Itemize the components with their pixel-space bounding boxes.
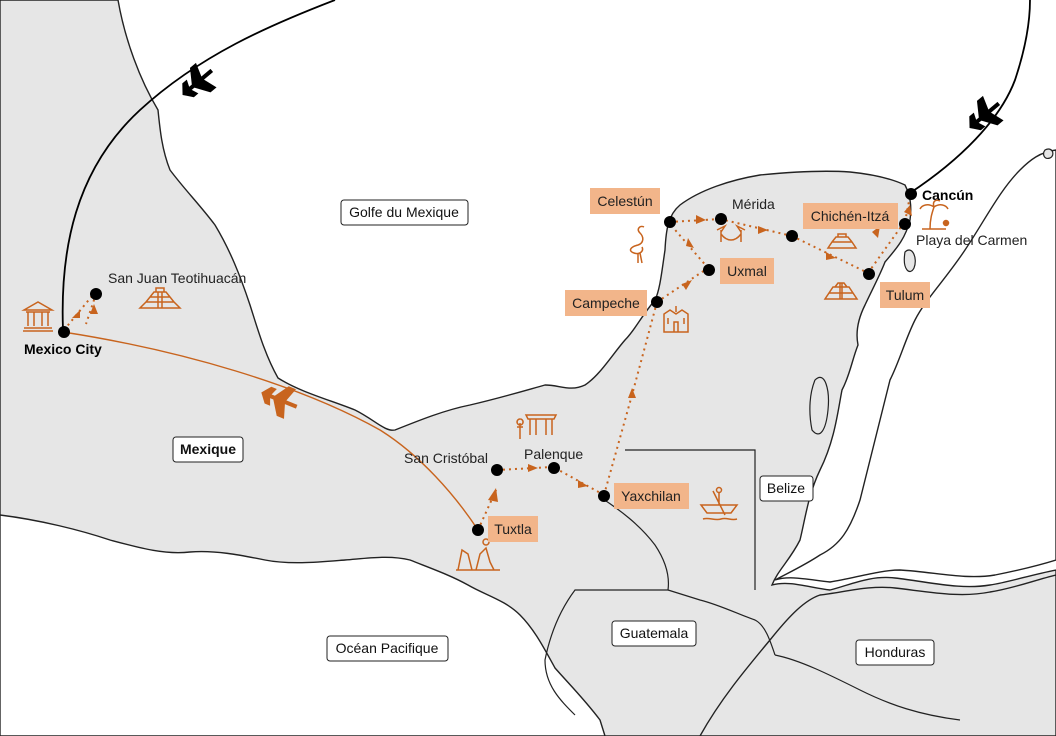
canoe-icon bbox=[699, 486, 739, 521]
stop-label-celestun: Celestún bbox=[590, 188, 660, 214]
place-label-cancun: Cancún bbox=[922, 187, 973, 203]
svg-text:Chichén-Itzá: Chichén-Itzá bbox=[811, 208, 890, 224]
region-label-belize: Belize bbox=[759, 475, 814, 502]
dot-campeche bbox=[651, 296, 663, 308]
region-label-gulf: Golfe du Mexique bbox=[340, 199, 469, 226]
dot-teotihuacan bbox=[90, 288, 102, 300]
dot-tuxtla bbox=[472, 524, 484, 536]
region-label-guatemala: Guatemala bbox=[611, 620, 697, 647]
stop-label-chichen-itza: Chichén-Itzá bbox=[803, 203, 898, 229]
border-honduras bbox=[774, 654, 961, 721]
dot-palenque bbox=[548, 462, 560, 474]
svg-text:Tuxtla: Tuxtla bbox=[494, 521, 532, 537]
canyon-icon bbox=[456, 538, 500, 571]
place-label-playa-del-carmen: Playa del Carmen bbox=[916, 232, 1027, 248]
dot-cancun bbox=[905, 188, 917, 200]
dot-celestun bbox=[664, 216, 676, 228]
flight-path-cancun bbox=[909, 0, 1031, 194]
svg-text:Uxmal: Uxmal bbox=[727, 263, 767, 279]
island bbox=[903, 249, 916, 273]
stop-label-uxmal: Uxmal bbox=[720, 258, 774, 284]
beach-icon bbox=[919, 199, 950, 230]
place-label-mexico-city: Mexico City bbox=[24, 341, 102, 357]
dot-mexico-city bbox=[58, 326, 70, 338]
museum-icon bbox=[21, 301, 55, 332]
svg-text:Celestún: Celestún bbox=[597, 193, 652, 209]
pyramid-icon bbox=[826, 233, 858, 249]
svg-text:Golfe du Mexique: Golfe du Mexique bbox=[349, 204, 459, 220]
stop-label-campeche: Campeche bbox=[565, 290, 647, 316]
island bbox=[1043, 148, 1054, 159]
svg-text:Guatemala: Guatemala bbox=[620, 625, 689, 641]
dot-merida bbox=[715, 213, 727, 225]
plane-icon bbox=[969, 95, 1004, 131]
pyramid-icon bbox=[823, 282, 859, 300]
border-guatemala-west bbox=[544, 496, 670, 716]
region-label-pacific: Océan Pacifique bbox=[326, 635, 449, 662]
border-guatemala-north bbox=[625, 449, 756, 590]
dot-mid bbox=[786, 230, 798, 242]
flamingo-icon bbox=[629, 225, 645, 264]
dot-tulum bbox=[863, 268, 875, 280]
plane-icon bbox=[182, 62, 217, 98]
island bbox=[809, 376, 830, 435]
caribbean-sea bbox=[774, 149, 1056, 583]
region-label-honduras: Honduras bbox=[855, 639, 935, 666]
dot-yaxchilan bbox=[598, 490, 610, 502]
dot-uxmal bbox=[703, 264, 715, 276]
plane-icon bbox=[261, 386, 298, 419]
place-label-merida: Mérida bbox=[732, 196, 775, 212]
stop-label-yaxchilan: Yaxchilan bbox=[614, 483, 689, 509]
dot-playa bbox=[899, 218, 911, 230]
svg-text:Belize: Belize bbox=[767, 480, 805, 496]
dot-san-cristobal bbox=[491, 464, 503, 476]
mayan-ruins-icon bbox=[516, 414, 558, 439]
svg-text:Yaxchilan: Yaxchilan bbox=[621, 488, 681, 504]
flight-path-mexico-city bbox=[61, 0, 336, 331]
stop-label-tuxtla: Tuxtla bbox=[488, 516, 538, 542]
svg-text:Océan Pacifique: Océan Pacifique bbox=[336, 640, 439, 656]
svg-text:Tulum: Tulum bbox=[886, 287, 924, 303]
place-label-teotihuacan: San Juan Teotihuacán bbox=[108, 270, 246, 286]
svg-text:Honduras: Honduras bbox=[865, 644, 926, 660]
city-dots bbox=[58, 188, 917, 536]
hammock-icon bbox=[716, 224, 746, 242]
svg-text:Campeche: Campeche bbox=[572, 295, 640, 311]
border-belize-honduras bbox=[667, 589, 776, 656]
church-icon bbox=[663, 306, 689, 333]
flight-path-domestic bbox=[62, 331, 479, 531]
pyramid-icon bbox=[138, 287, 182, 309]
region-label-mexico: Mexique bbox=[172, 436, 244, 463]
stop-label-tulum: Tulum bbox=[880, 282, 930, 308]
place-label-san-cristobal: San Cristóbal bbox=[404, 450, 488, 466]
place-label-palenque: Palenque bbox=[524, 446, 583, 462]
svg-text:Mexique: Mexique bbox=[180, 441, 236, 457]
pacific-sea bbox=[0, 514, 606, 736]
